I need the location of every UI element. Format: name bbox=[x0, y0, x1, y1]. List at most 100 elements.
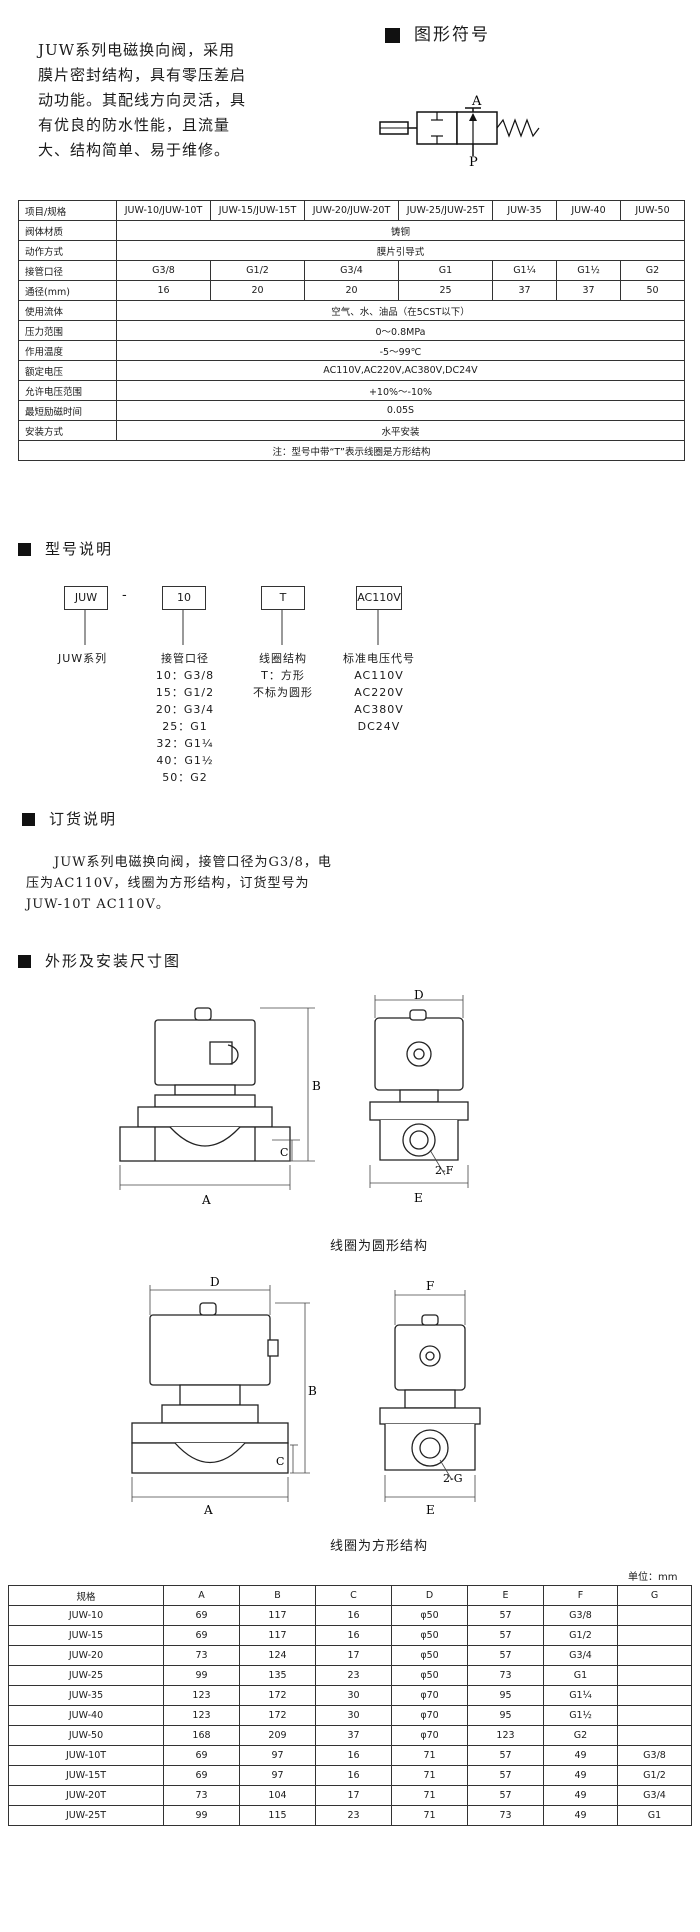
model-connector-lines bbox=[84, 609, 379, 645]
spec-header-cell: JUW-25/JUW-25T bbox=[398, 200, 493, 221]
spec-value: 0.05S bbox=[116, 400, 685, 421]
port-p-label: P bbox=[469, 155, 478, 170]
dim-cell: 135 bbox=[239, 1665, 316, 1686]
model-cell: JUW-20T bbox=[8, 1785, 164, 1806]
dim-cell: φ50 bbox=[391, 1665, 468, 1686]
model-dash: - bbox=[122, 588, 127, 603]
dim-cell bbox=[617, 1705, 692, 1726]
dim-cell: 17 bbox=[315, 1645, 392, 1666]
heading-square-icon bbox=[18, 543, 31, 556]
model-voltage-column: 标准电压代号 AC110V AC220V AC380V DC24V bbox=[334, 650, 424, 735]
dim-cell: 73 bbox=[467, 1665, 544, 1686]
spec-label: 作用温度 bbox=[18, 340, 117, 361]
model-voltage-line: AC110V bbox=[354, 669, 404, 682]
dim-cell: 124 bbox=[239, 1645, 316, 1666]
dim-cell: φ50 bbox=[391, 1625, 468, 1646]
spec-row-material: 阀体材质 铸铜 bbox=[18, 220, 685, 241]
dim-cell: 104 bbox=[239, 1785, 316, 1806]
caption-square-coil: 线圈为方形结构 bbox=[330, 1539, 429, 1554]
spec-header-row: 项目/规格 JUW-10/JUW-10T JUW-15/JUW-15T JUW-… bbox=[18, 200, 685, 221]
square-coil-side-dimension-lines bbox=[384, 1290, 476, 1502]
spec-value: 空气、水、油品（在5CST以下） bbox=[116, 300, 685, 321]
dim-cell: 69 bbox=[163, 1605, 240, 1626]
spec-header-cell: JUW-50 bbox=[620, 200, 685, 221]
intro-line: 有优良的防水性能，且流量 bbox=[38, 116, 231, 134]
dim-cell: 71 bbox=[391, 1765, 468, 1786]
spec-table: 项目/规格 JUW-10/JUW-10T JUW-15/JUW-15T JUW-… bbox=[18, 200, 685, 461]
model-cell: JUW-10 bbox=[8, 1605, 164, 1626]
spec-value: 37 bbox=[556, 280, 621, 301]
dim-cell: G3/8 bbox=[617, 1745, 692, 1766]
dim-cell: 123 bbox=[163, 1705, 240, 1726]
model-box-series: JUW bbox=[64, 586, 108, 610]
spec-value: G1/2 bbox=[210, 260, 305, 281]
dim-cell: 95 bbox=[467, 1705, 544, 1726]
spec-label: 额定电压 bbox=[18, 360, 117, 381]
dim-label-d: D bbox=[414, 990, 424, 1002]
dim-cell: 123 bbox=[467, 1725, 544, 1746]
dim-cell: φ70 bbox=[391, 1685, 468, 1706]
model-cell: JUW-20 bbox=[8, 1645, 164, 1666]
dim-cell: G1½ bbox=[543, 1705, 618, 1726]
dim-cell: G1 bbox=[543, 1665, 618, 1686]
dim-cell: 49 bbox=[543, 1745, 618, 1766]
dim-cell bbox=[617, 1725, 692, 1746]
dim-cell: 73 bbox=[467, 1805, 544, 1826]
dim-cell: 57 bbox=[467, 1645, 544, 1666]
spec-label: 动作方式 bbox=[18, 240, 117, 261]
symbol-heading: 图形符号 bbox=[385, 20, 490, 45]
dim-cell: 69 bbox=[163, 1745, 240, 1766]
spec-row-note: 注：型号中带“T”表示线圈是方形结构 bbox=[18, 440, 685, 461]
spec-row-port-size: 接管口径 G3/8 G1/2 G3/4 G1 G1¼ G1½ G2 bbox=[18, 260, 685, 281]
dim-cell: 117 bbox=[239, 1605, 316, 1626]
dim-cell: 209 bbox=[239, 1725, 316, 1746]
dim-label-2g: 2-G bbox=[443, 1472, 463, 1485]
model-cell: JUW-35 bbox=[8, 1685, 164, 1706]
model-cell: JUW-25T bbox=[8, 1805, 164, 1826]
dim-cell: G3/4 bbox=[543, 1645, 618, 1666]
spec-value: 0～0.8MPa bbox=[116, 320, 685, 341]
dim-cell: φ50 bbox=[391, 1645, 468, 1666]
model-port-line: 10：G3/8 bbox=[155, 669, 215, 682]
spec-label: 使用流体 bbox=[18, 300, 117, 321]
dim-cell: 73 bbox=[163, 1785, 240, 1806]
dimensions-heading: 外形及安装尺寸图 bbox=[18, 950, 181, 971]
model-port-column: 接管口径 10：G3/8 15：G1/2 20：G3/4 25：G1 32：G1… bbox=[150, 650, 220, 786]
dim-header-cell: C bbox=[315, 1585, 392, 1606]
dim-header-cell: B bbox=[239, 1585, 316, 1606]
spec-label: 最短励磁时间 bbox=[18, 400, 117, 421]
model-voltage-line: AC380V bbox=[354, 703, 404, 716]
dim-cell: G1 bbox=[617, 1805, 692, 1826]
dim-cell: 115 bbox=[239, 1805, 316, 1826]
spec-value: 铸铜 bbox=[116, 220, 685, 241]
spec-value: +10%～-10% bbox=[116, 380, 685, 401]
dim-cell: 57 bbox=[467, 1605, 544, 1626]
dim-cell: 69 bbox=[163, 1765, 240, 1786]
heading-square-icon bbox=[22, 813, 35, 826]
dim-cell: G1/2 bbox=[543, 1625, 618, 1646]
spec-header-cell: JUW-35 bbox=[492, 200, 557, 221]
caption-round-coil: 线圈为圆形结构 bbox=[330, 1239, 429, 1254]
spec-value: G3/8 bbox=[116, 260, 211, 281]
spec-value: 水平安装 bbox=[116, 420, 685, 441]
dim-label-c: C bbox=[280, 1146, 288, 1159]
dim-cell: 23 bbox=[315, 1665, 392, 1686]
spec-row-voltage: 额定电压 AC110V,AC220V,AC380V,DC24V bbox=[18, 360, 685, 381]
dim-label-a: A bbox=[201, 1193, 211, 1207]
model-voltage-line: DC24V bbox=[357, 720, 401, 733]
port-a-label: A bbox=[471, 94, 482, 109]
dim-cell: 57 bbox=[467, 1785, 544, 1806]
model-port-line: 20：G3/4 bbox=[155, 703, 215, 716]
dim-cell: 57 bbox=[467, 1745, 544, 1766]
round-coil-side-dimension-lines bbox=[369, 995, 469, 1188]
spec-row-temperature: 作用温度 -5～99℃ bbox=[18, 340, 685, 361]
model-box-port: 10 bbox=[162, 586, 206, 610]
dim-cell: 57 bbox=[467, 1625, 544, 1646]
dim-label-e: E bbox=[414, 1191, 423, 1205]
spec-row-pressure: 压力范围 0～0.8MPa bbox=[18, 320, 685, 341]
